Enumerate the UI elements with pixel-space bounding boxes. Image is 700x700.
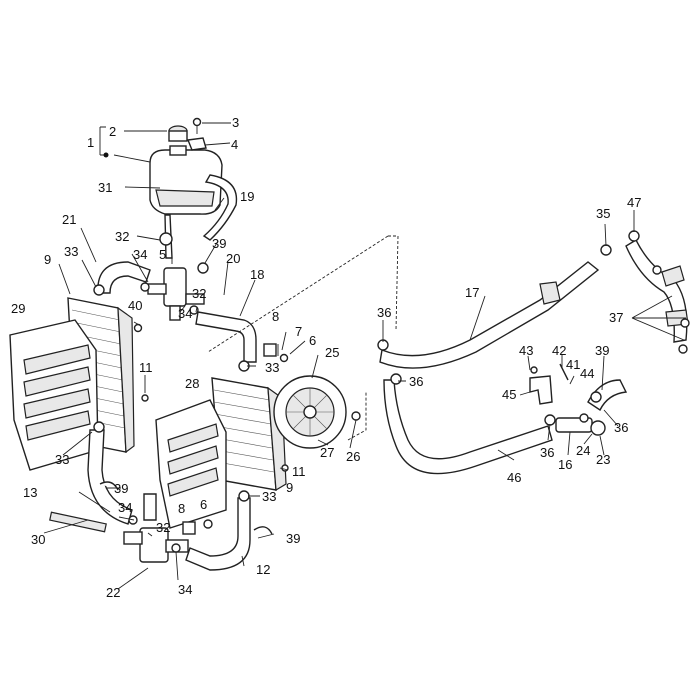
callout-3: 3 [232,115,239,130]
callout-32-b: 32 [192,286,206,301]
pipe-37 [625,239,688,343]
callout-32-c: 32 [156,520,170,535]
callout-5: 5 [159,247,166,262]
callout-26: 26 [346,449,360,464]
callout-19: 19 [240,189,254,204]
callout-36-d: 36 [540,445,554,460]
thermal-sticker [49,511,107,533]
overflow-hose [202,174,238,241]
callout-18: 18 [250,267,264,282]
dashed-guide [207,235,399,441]
callout-30: 30 [31,532,45,547]
expansion-tank [149,145,223,215]
callout-9-b: 9 [286,480,293,495]
callout-46: 46 [507,470,521,485]
callout-11-a: 11 [139,360,153,375]
callout-6-b: 6 [200,497,207,512]
callout-34-a: 34 [133,247,147,262]
callout-39-d: 39 [595,343,609,358]
callout-41: 41 [566,357,580,372]
callout-4: 4 [231,137,238,152]
callout-12: 12 [256,562,270,577]
callout-8-a: 8 [272,309,279,324]
callout-29: 29 [11,301,25,316]
callout-28: 28 [185,376,199,391]
callout-8-b: 8 [178,501,185,516]
left-upper-hose [97,261,151,294]
callout-22: 22 [106,585,120,600]
pipe-17-flange [539,281,561,305]
callout-17: 17 [465,285,479,300]
callout-16: 16 [558,457,572,472]
callout-24: 24 [576,443,590,458]
hose-clamps [93,230,690,553]
callout-31: 31 [98,180,112,195]
lower-left-hose [143,493,157,521]
pipe-46 [383,379,553,475]
bracket-45 [529,375,553,405]
callout-43: 43 [519,343,533,358]
callout-11-b: 11 [292,464,306,479]
callout-34-c: 34 [118,500,132,515]
thermostat-23 [590,420,606,436]
callout-labels: 1 2 3 4 31 19 21 32 39 33 34 5 20 9 18 3… [11,115,641,600]
callout-9-a: 9 [44,252,51,267]
callout-34-d: 34 [178,582,192,597]
leader-lines [43,122,686,590]
callout-27: 27 [320,445,334,460]
callout-40: 40 [128,298,142,313]
callout-34-b: 34 [178,306,192,321]
callout-47: 47 [627,195,641,210]
right-radiator-shroud [155,399,227,529]
callout-13: 13 [23,485,37,500]
callout-25: 25 [325,345,339,360]
callout-2: 2 [109,124,116,139]
cooling-fan [273,375,347,449]
callout-39-b: 39 [114,481,128,496]
right-lower-hose [185,497,251,571]
callout-36-b: 36 [409,374,423,389]
callout-36-c: 36 [614,420,628,435]
callout-dot [103,152,109,158]
callout-33-a: 33 [64,244,78,259]
tank-cap [168,125,188,142]
center-tee-fitting [147,267,205,321]
callout-44: 44 [580,366,594,381]
callout-39-a: 39 [212,236,226,251]
callout-20: 20 [226,251,240,266]
pipe-17 [379,261,600,369]
callout-32-a: 32 [115,229,129,244]
elbow-39 [587,379,628,412]
right-upper-hose [195,311,257,363]
callout-6-a: 6 [309,333,316,348]
callout-42: 42 [552,343,566,358]
callout-37: 37 [609,310,623,325]
left-radiator-shroud [9,319,99,471]
callout-33-c: 33 [55,452,69,467]
callout-36-a: 36 [377,305,391,320]
callout-45: 45 [502,387,516,402]
callout-39-c: 39 [286,531,300,546]
callout-23: 23 [596,452,610,467]
right-radiator [211,377,287,492]
callout-35: 35 [596,206,610,221]
callout-1: 1 [87,135,94,150]
tank-screw [192,117,202,134]
tank-bracket [187,137,207,151]
callout-33-b: 33 [265,360,279,375]
callout-33-d: 33 [262,489,276,504]
callout-21: 21 [62,212,76,227]
callout-7: 7 [295,324,302,339]
